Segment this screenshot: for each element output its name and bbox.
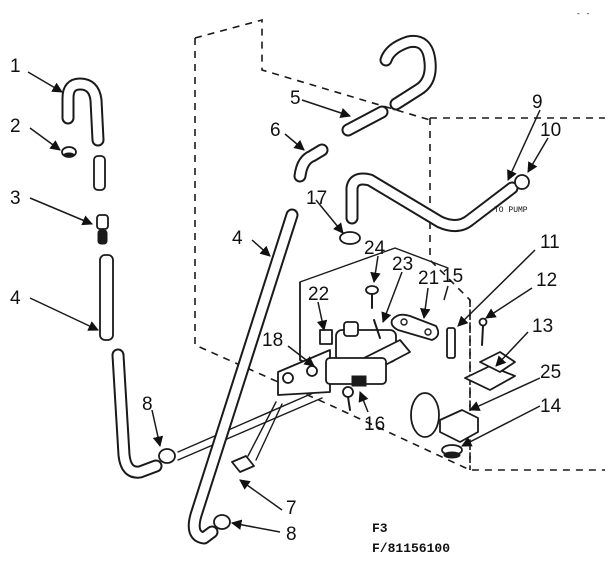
tube-segment	[93, 155, 106, 191]
fitting-nut	[231, 401, 283, 473]
pressure-switch	[464, 351, 516, 391]
callout-4-middle: 4	[232, 228, 243, 249]
long-tube-middle	[187, 208, 299, 545]
part-number: F/81156100	[372, 541, 450, 556]
water-valve	[277, 321, 411, 396]
callout-10: 10	[540, 120, 561, 141]
leader-lines	[27, 71, 549, 533]
callout-21: 21	[418, 268, 439, 289]
callout-16: 16	[364, 414, 385, 435]
callout-22: 22	[308, 284, 329, 305]
elbow-fitting	[293, 143, 329, 183]
callout-17: 17	[306, 188, 327, 209]
bracket-screw	[365, 285, 379, 309]
pump-hose-clamp	[514, 174, 530, 190]
corner-mark: - -	[576, 10, 590, 19]
short-tube	[341, 105, 389, 137]
to-pump-note: TO PUMP	[494, 206, 528, 215]
valve-screw	[342, 386, 354, 411]
callout-8-bottom: 8	[286, 524, 297, 545]
callout-13: 13	[532, 316, 553, 337]
callout-14: 14	[540, 396, 562, 417]
top-u-hose	[379, 34, 437, 111]
fill-tube	[177, 389, 323, 461]
callout-23: 23	[392, 254, 413, 275]
callout-6: 6	[270, 120, 281, 141]
callout-9: 9	[532, 92, 543, 113]
pump-hose	[345, 172, 519, 232]
mounting-plate	[390, 313, 440, 341]
lower-bend-tube	[111, 348, 163, 479]
spring-pin	[373, 319, 381, 339]
callout-25: 25	[540, 362, 561, 383]
callout-11: 11	[540, 232, 560, 253]
callout-15: 15	[442, 266, 463, 287]
callout-7: 7	[286, 498, 297, 519]
pressure-pin	[446, 327, 456, 359]
hose-clamp-bottom	[213, 514, 231, 530]
callout-8-left: 8	[142, 394, 153, 415]
hose-clamp	[61, 146, 77, 158]
callout-24: 24	[364, 238, 386, 259]
cabinet-outline	[194, 18, 605, 471]
mount-screw	[319, 329, 333, 345]
callout-2: 2	[10, 116, 21, 137]
figure-label: F3	[372, 521, 388, 536]
callout-4-left: 4	[10, 288, 21, 309]
hose-clamp-lower	[158, 448, 176, 464]
valve-hose-clamp	[339, 231, 361, 245]
callout-18: 18	[262, 330, 283, 351]
float-disc	[441, 444, 463, 459]
long-tube-left	[99, 254, 114, 341]
callout-labels: 1 2 3 4 8 4 7 8 5 6 9 10 17 24 23 21 22 …	[10, 56, 562, 545]
switch-screw	[478, 317, 488, 346]
callout-3: 3	[10, 188, 21, 209]
callout-5: 5	[290, 88, 301, 109]
callout-12: 12	[536, 270, 557, 291]
tube-connector	[96, 214, 109, 245]
float-housing	[410, 392, 479, 443]
callout-1: 1	[10, 56, 21, 77]
hose-j-bend	[61, 77, 105, 147]
